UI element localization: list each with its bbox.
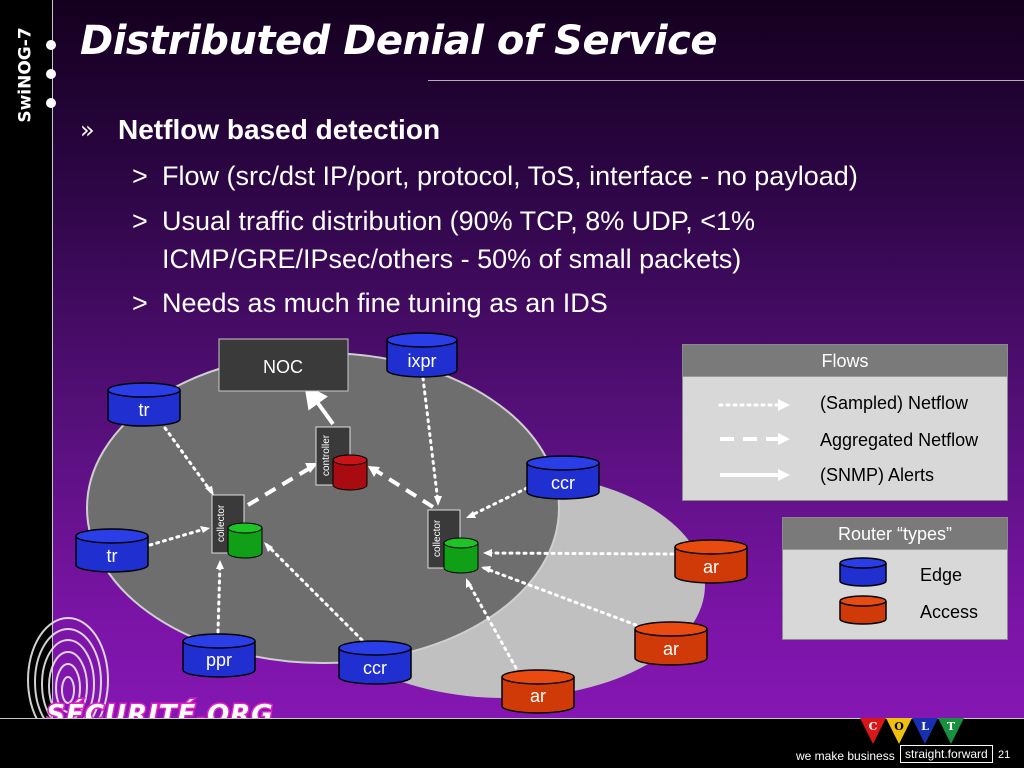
flow-arrowhead bbox=[205, 486, 214, 496]
sub-bullet-text: Flow (src/dst IP/port, protocol, ToS, in… bbox=[162, 161, 858, 191]
flows-legend-title: Flows bbox=[683, 345, 1007, 377]
footer-tagline: we make business bbox=[796, 749, 895, 763]
flows-legend-symbols bbox=[718, 399, 790, 481]
sub-bullet-3: > Needs as much fine tuning as an IDS bbox=[132, 284, 608, 322]
left-sidebar bbox=[0, 0, 52, 718]
flow-arrowhead bbox=[434, 496, 442, 506]
flow-arrowhead bbox=[264, 542, 273, 552]
router-label: ccr bbox=[363, 658, 387, 678]
colt-letter: L bbox=[921, 720, 929, 733]
footer-bar bbox=[0, 719, 1024, 768]
router-label: ixpr bbox=[407, 351, 436, 371]
sidebar-divider bbox=[52, 0, 53, 718]
aggregated-flow-arrowhead bbox=[305, 463, 318, 473]
aggregated-netflow-arrowhead bbox=[778, 433, 790, 445]
bullet-dot bbox=[46, 69, 56, 79]
sub-bullet-text: Usual traffic distribution (90% TCP, 8% … bbox=[162, 206, 756, 236]
router-label: ar bbox=[703, 557, 719, 577]
router-label: ar bbox=[530, 686, 546, 706]
flow-line bbox=[265, 543, 364, 642]
router-types-legend-item: Edge bbox=[920, 565, 963, 585]
sampled-netflow-arrowhead bbox=[778, 399, 790, 411]
router-ar-2: ar bbox=[634, 621, 708, 666]
flow-line bbox=[466, 580, 518, 670]
router-types-legend-symbols bbox=[839, 557, 887, 625]
router-ar-1: ar bbox=[674, 539, 748, 584]
snmp-alerts-arrowhead bbox=[778, 469, 790, 481]
flow-line bbox=[148, 526, 210, 547]
collector-node-right: collector bbox=[427, 509, 479, 574]
flow-arrowhead bbox=[481, 566, 491, 573]
router-types-legend: Router “types” bbox=[782, 517, 1008, 640]
colt-letter: C bbox=[869, 720, 878, 733]
router-label: tr bbox=[107, 546, 118, 566]
flow-arrowhead bbox=[466, 578, 472, 588]
aggregated-flow-line bbox=[246, 466, 312, 507]
router-ccr-bottom: ccr bbox=[338, 640, 412, 685]
router-label: ppr bbox=[206, 650, 232, 670]
router-ppr: ppr bbox=[182, 633, 256, 678]
slide-title: Distributed Denial of Service bbox=[80, 18, 717, 64]
flow-line bbox=[482, 566, 638, 627]
router-ar-3: ar bbox=[501, 669, 575, 714]
colt-letter: O bbox=[894, 720, 904, 733]
noc-box bbox=[218, 338, 349, 392]
sub-bullet-mark: > bbox=[132, 206, 148, 236]
colt-logo: C O L T bbox=[860, 718, 964, 744]
bullet-heading: Netflow based detection bbox=[118, 114, 441, 145]
router-types-legend-item: Access bbox=[920, 602, 979, 622]
router-label: ar bbox=[663, 639, 679, 659]
bullet-mark: » bbox=[80, 116, 95, 144]
sub-bullet-2: > Usual traffic distribution (90% TCP, 8%… bbox=[132, 202, 755, 278]
controller-node: controller bbox=[315, 426, 368, 491]
flow-line bbox=[421, 376, 440, 504]
router-tr-top: tr bbox=[107, 382, 181, 427]
access-router-swatch bbox=[839, 595, 887, 625]
router-label: tr bbox=[139, 400, 150, 420]
router-ixpr: ixpr bbox=[386, 332, 458, 378]
flow-line bbox=[163, 426, 214, 495]
collector-label: collector bbox=[432, 519, 443, 557]
footer-tagline-box: straight.forward bbox=[900, 745, 993, 763]
flow-arrowhead bbox=[483, 549, 492, 557]
colt-letter: T bbox=[947, 720, 956, 733]
flows-legend-item: (SNMP) Alerts bbox=[820, 465, 935, 485]
router-ccr-right: ccr bbox=[526, 455, 600, 500]
flows-legend-item: Aggregated Netflow bbox=[820, 430, 979, 450]
sub-bullet-mark: > bbox=[132, 161, 148, 191]
bullet-dot bbox=[46, 40, 56, 50]
sub-bullet-text-continued: ICMP/GRE/IPsec/others - 50% of small pac… bbox=[162, 244, 742, 274]
flow-arrowhead bbox=[216, 560, 224, 569]
collector-node-left: collector bbox=[211, 494, 263, 559]
title-rule bbox=[428, 80, 1024, 81]
sub-bullet-text: Needs as much fine tuning as an IDS bbox=[162, 288, 608, 318]
flow-line bbox=[216, 561, 222, 634]
sub-bullet-mark: > bbox=[132, 288, 148, 318]
footer-divider bbox=[0, 718, 1024, 719]
router-types-legend-title: Router “types” bbox=[783, 518, 1007, 550]
flow-arrowhead bbox=[466, 511, 476, 518]
flow-arrowhead bbox=[200, 526, 210, 533]
edge-router-swatch bbox=[839, 557, 887, 587]
snmp-alert-line bbox=[304, 384, 335, 426]
aggregated-flow-arrowhead bbox=[368, 466, 380, 477]
router-label: ccr bbox=[551, 473, 575, 493]
flows-legend-item: (Sampled) Netflow bbox=[820, 393, 969, 413]
sub-bullet-1: > Flow (src/dst IP/port, protocol, ToS, i… bbox=[132, 157, 858, 195]
collector-label: collector bbox=[216, 504, 227, 542]
page-number: 21 bbox=[998, 749, 1011, 761]
router-tr-left: tr bbox=[75, 528, 149, 573]
aggregated-flow-line bbox=[373, 468, 435, 509]
bullet-dot bbox=[46, 98, 56, 108]
noc-label: NOC bbox=[263, 357, 303, 377]
controller-label: controller bbox=[321, 434, 332, 476]
flow-line bbox=[484, 551, 675, 556]
